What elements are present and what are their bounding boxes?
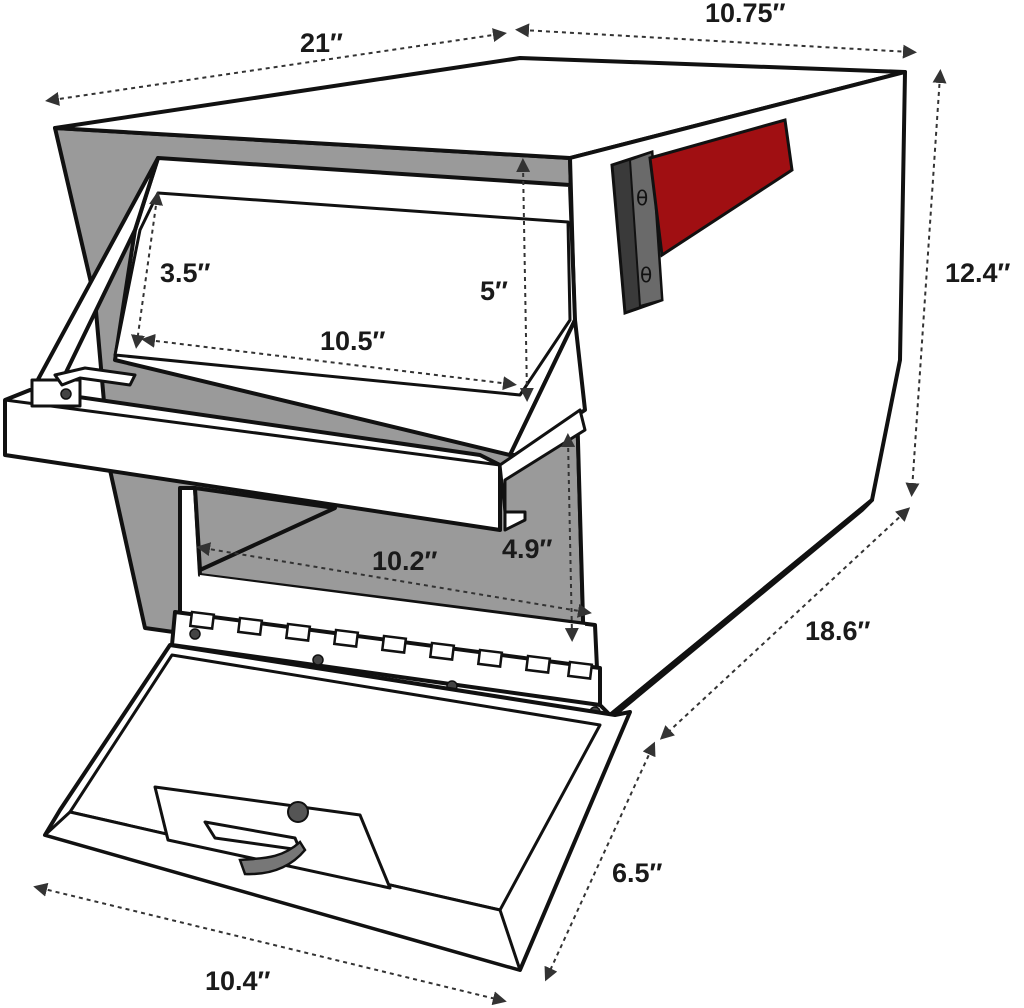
dim-label-door-height: 6.5″: [612, 858, 663, 888]
flag-bolt-icon-bottom: θ: [640, 263, 652, 287]
dim-label-slot-height: 3.5″: [160, 258, 211, 288]
hinge-bar: [170, 610, 602, 718]
dim-label-slot-depth: 5″: [480, 276, 508, 306]
dim-label-inner-width: 10.2″: [372, 546, 438, 576]
dim-label-top-length: 21″: [300, 28, 343, 58]
dim-label-slot-width: 10.5″: [320, 326, 386, 356]
dim-label-height: 12.4″: [945, 258, 1011, 288]
dim-label-inner-height: 4.9″: [502, 534, 553, 564]
dim-label-door-width: 10.4″: [205, 966, 271, 996]
dim-label-top-width: 10.75″: [705, 0, 786, 28]
door-latch-icon: [153, 785, 392, 890]
dim-label-base-length: 18.6″: [805, 616, 871, 646]
flag-bolt-icon-top: θ: [636, 186, 648, 210]
tray-latch-icon: [30, 366, 137, 408]
mailbox-flag-icon: [648, 118, 794, 258]
